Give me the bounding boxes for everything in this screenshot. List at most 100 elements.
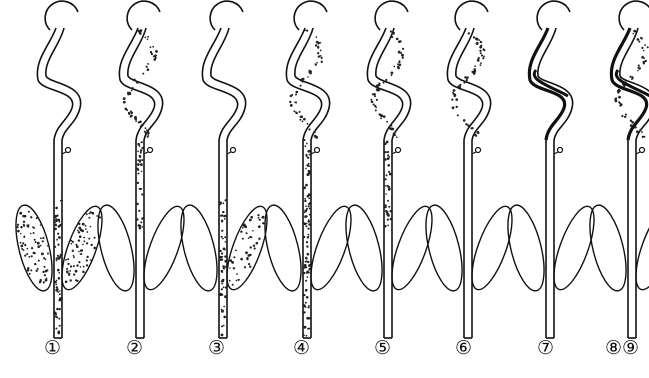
leaf-stipple xyxy=(75,244,77,246)
neck-stipple xyxy=(291,105,293,107)
neck-stipple xyxy=(631,121,634,124)
neck-outline xyxy=(295,28,330,140)
neck-stipple xyxy=(460,87,462,89)
neck-stipple xyxy=(480,45,482,47)
leaf-stipple xyxy=(38,260,40,262)
plant-8 xyxy=(583,1,649,338)
stem-stipple xyxy=(387,157,390,160)
neck-outline xyxy=(128,28,163,140)
leaf-stipple xyxy=(83,266,85,268)
leaf-stipple xyxy=(250,246,252,248)
leaf-stipple xyxy=(96,215,98,217)
neck-stipple xyxy=(631,125,634,128)
leaf-stipple xyxy=(21,248,23,250)
leaf-stipple xyxy=(254,247,256,249)
neck-stipple xyxy=(295,111,297,113)
neck-stipple xyxy=(153,58,156,61)
leaf-stipple xyxy=(91,244,93,246)
neck-stipple xyxy=(483,56,485,58)
stem-stipple xyxy=(303,222,305,224)
stem-stipple xyxy=(140,149,142,151)
stem-stipple xyxy=(384,225,387,228)
stem-stipple xyxy=(137,169,139,171)
stem-stipple xyxy=(308,265,310,267)
stem-stipple xyxy=(59,325,61,327)
leaf-stipple xyxy=(252,230,254,232)
stem-stipple xyxy=(141,171,143,173)
neck-stipple xyxy=(315,44,317,46)
stem-stipple xyxy=(139,156,141,158)
stem-stipple xyxy=(139,188,141,190)
neck-stipple xyxy=(380,117,382,119)
neck-stipple xyxy=(452,106,455,109)
neck-stipple xyxy=(397,67,400,70)
leaf-stipple xyxy=(78,239,80,241)
leaf-stipple xyxy=(27,226,29,228)
neck-stipple xyxy=(615,99,617,101)
neck-stipple xyxy=(376,99,378,101)
neck-stipple xyxy=(470,127,472,129)
stem-stipple xyxy=(385,178,387,180)
leaf-stipple xyxy=(93,247,96,250)
leaf-stipple xyxy=(236,280,238,282)
neck-stipple xyxy=(480,64,482,66)
neck-stipple xyxy=(291,94,293,96)
neck-outline xyxy=(367,28,402,140)
leaf-stipple xyxy=(23,225,25,227)
stem-stipple xyxy=(387,219,389,221)
leaf-stipple xyxy=(68,274,70,276)
leaf-stipple xyxy=(36,217,38,219)
leaf-stipple xyxy=(90,259,92,261)
stem-stipple xyxy=(303,334,305,336)
leaf-stipple xyxy=(73,265,75,267)
neck-stipple xyxy=(300,85,302,87)
neck-stipple xyxy=(146,129,148,131)
leaf-stipple xyxy=(30,269,32,271)
stem-stipple xyxy=(307,228,309,230)
stem-stipple xyxy=(303,266,305,268)
stem-stipple xyxy=(304,200,306,202)
neck-stipple xyxy=(316,41,319,44)
stem-stipple xyxy=(57,244,59,246)
leaf-stipple xyxy=(31,255,33,257)
stem-stipple xyxy=(57,269,60,272)
neck-stipple xyxy=(643,136,645,138)
node-marker xyxy=(558,148,563,153)
neck-stipple xyxy=(619,90,621,92)
neck-stipple xyxy=(294,101,296,103)
leaf-stipple xyxy=(246,257,248,259)
stem-stipple xyxy=(384,143,387,146)
leaf-stipple xyxy=(81,230,84,233)
neck-stipple xyxy=(296,91,299,94)
stem-stipple xyxy=(309,202,311,204)
leaf-stipple xyxy=(86,242,88,244)
neck-stipple xyxy=(123,101,126,104)
plant-5 xyxy=(339,1,440,338)
plant-label-4: ④ xyxy=(293,337,310,359)
stem-stipple xyxy=(221,334,224,337)
neck-stipple xyxy=(451,99,453,101)
stem-stipple xyxy=(219,201,222,204)
neck-stipple xyxy=(396,38,399,41)
neck-stipple xyxy=(131,90,133,92)
stem-stipple xyxy=(304,198,306,200)
neck-stipple xyxy=(637,70,639,72)
stem-stipple xyxy=(57,291,59,293)
stem-stipple xyxy=(224,249,226,251)
neck-stipple xyxy=(371,101,374,104)
leaf-stipple xyxy=(70,265,72,267)
stem-stipple xyxy=(225,199,227,201)
neck-stipple xyxy=(638,41,640,43)
stem-stipple xyxy=(138,173,140,175)
leaf-stipple xyxy=(44,266,46,268)
neck-stipple xyxy=(633,30,636,33)
stem-stipple xyxy=(305,280,307,282)
neck-stipple xyxy=(479,50,481,52)
leaf-stipple xyxy=(33,232,35,234)
neck-stipple xyxy=(307,123,309,125)
leaf-stipple xyxy=(45,279,48,282)
node-marker xyxy=(476,148,481,153)
stem-stipple xyxy=(59,298,62,301)
neck-stipple xyxy=(645,60,647,62)
stem-stipple xyxy=(222,281,224,283)
